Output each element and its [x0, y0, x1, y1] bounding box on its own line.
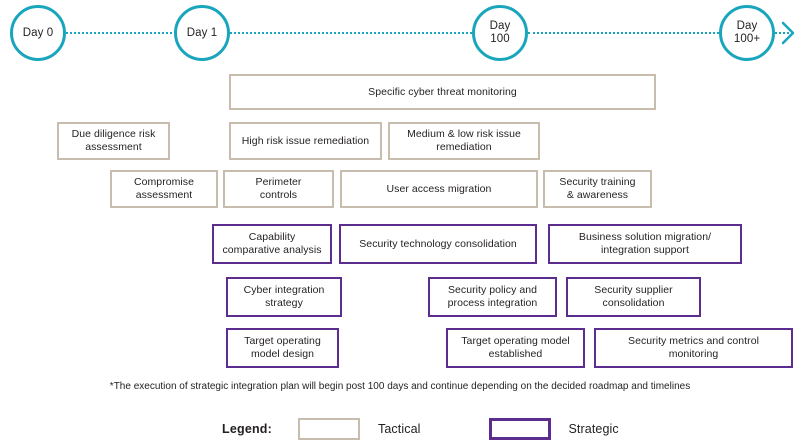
milestone-day-0[interactable]: Day 0	[10, 5, 66, 61]
task-box-security-policy-process-integration[interactable]: Security policy and process integration	[428, 277, 557, 317]
task-box-security-supplier-consolidation[interactable]: Security supplier consolidation	[566, 277, 701, 317]
task-label: Compromise assessment	[133, 176, 194, 201]
task-label: Security technology consolidation	[359, 237, 517, 250]
legend-label-strategic: Strategic	[568, 422, 619, 436]
task-label: Security policy and process integration	[447, 284, 538, 309]
task-label: Target operating model design	[244, 335, 321, 360]
task-label: Perimeter controls	[255, 176, 302, 201]
task-label: Due diligence risk assessment	[71, 128, 156, 153]
task-label: Target operating model established	[461, 335, 570, 360]
task-box-specific-cyber-threat-monitoring[interactable]: Specific cyber threat monitoring	[229, 74, 656, 110]
legend-swatch-strategic	[488, 418, 551, 440]
milestone-label: Day 1	[186, 26, 218, 39]
footnote: *The execution of strategic integration …	[109, 381, 691, 392]
task-label: Medium & low risk issue remediation	[407, 128, 521, 153]
task-box-target-operating-model-established[interactable]: Target operating model established	[446, 328, 585, 368]
task-box-cyber-integration-strategy[interactable]: Cyber integration strategy	[226, 277, 342, 317]
legend-swatch-tactical	[298, 418, 361, 440]
legend-title: Legend:	[222, 422, 273, 436]
arrow-right-icon	[781, 21, 795, 45]
milestone-day-100-plus[interactable]: Day 100+	[719, 5, 775, 61]
task-box-perimeter-controls[interactable]: Perimeter controls	[223, 170, 334, 208]
task-box-business-solution-migration-integration-support[interactable]: Business solution migration/ integration…	[548, 224, 742, 264]
task-box-high-risk-issue-remediation[interactable]: High risk issue remediation	[229, 122, 382, 160]
task-label: User access migration	[386, 182, 492, 195]
milestone-label: Day 100+	[733, 20, 761, 45]
task-label: High risk issue remediation	[241, 134, 370, 147]
timeline-segment-100-100plus	[528, 32, 719, 34]
milestone-label: Day 0	[22, 26, 54, 39]
legend-label-tactical: Tactical	[378, 422, 421, 436]
task-box-security-training-awareness[interactable]: Security training & awareness	[543, 170, 652, 208]
task-box-capability-comparative-analysis[interactable]: Capability comparative analysis	[212, 224, 332, 264]
task-box-security-metrics-control-monitoring[interactable]: Security metrics and control monitoring	[594, 328, 793, 368]
task-label: Security supplier consolidation	[594, 284, 673, 309]
task-box-due-diligence-risk-assessment[interactable]: Due diligence risk assessment	[57, 122, 170, 160]
timeline-segment-tail	[775, 32, 789, 34]
task-label: Cyber integration strategy	[243, 284, 325, 309]
legend: Legend: Tactical Strategic	[222, 418, 619, 440]
milestone-day-100[interactable]: Day 100	[472, 5, 528, 61]
task-label: Security metrics and control monitoring	[628, 335, 759, 360]
task-label: Business solution migration/ integration…	[578, 231, 712, 256]
timeline-segment-1-100	[230, 32, 472, 34]
timeline-segment-0-1	[66, 32, 176, 34]
task-box-user-access-migration[interactable]: User access migration	[340, 170, 538, 208]
milestone-day-1[interactable]: Day 1	[174, 5, 230, 61]
task-box-target-operating-model-design[interactable]: Target operating model design	[226, 328, 339, 368]
task-box-security-technology-consolidation[interactable]: Security technology consolidation	[339, 224, 537, 264]
milestone-label: Day 100	[489, 20, 511, 45]
task-label: Specific cyber threat monitoring	[368, 85, 517, 98]
task-box-compromise-assessment[interactable]: Compromise assessment	[110, 170, 218, 208]
task-label: Security training & awareness	[559, 176, 636, 201]
task-label: Capability comparative analysis	[222, 231, 322, 256]
task-box-medium-low-risk-issue-remediation[interactable]: Medium & low risk issue remediation	[388, 122, 540, 160]
